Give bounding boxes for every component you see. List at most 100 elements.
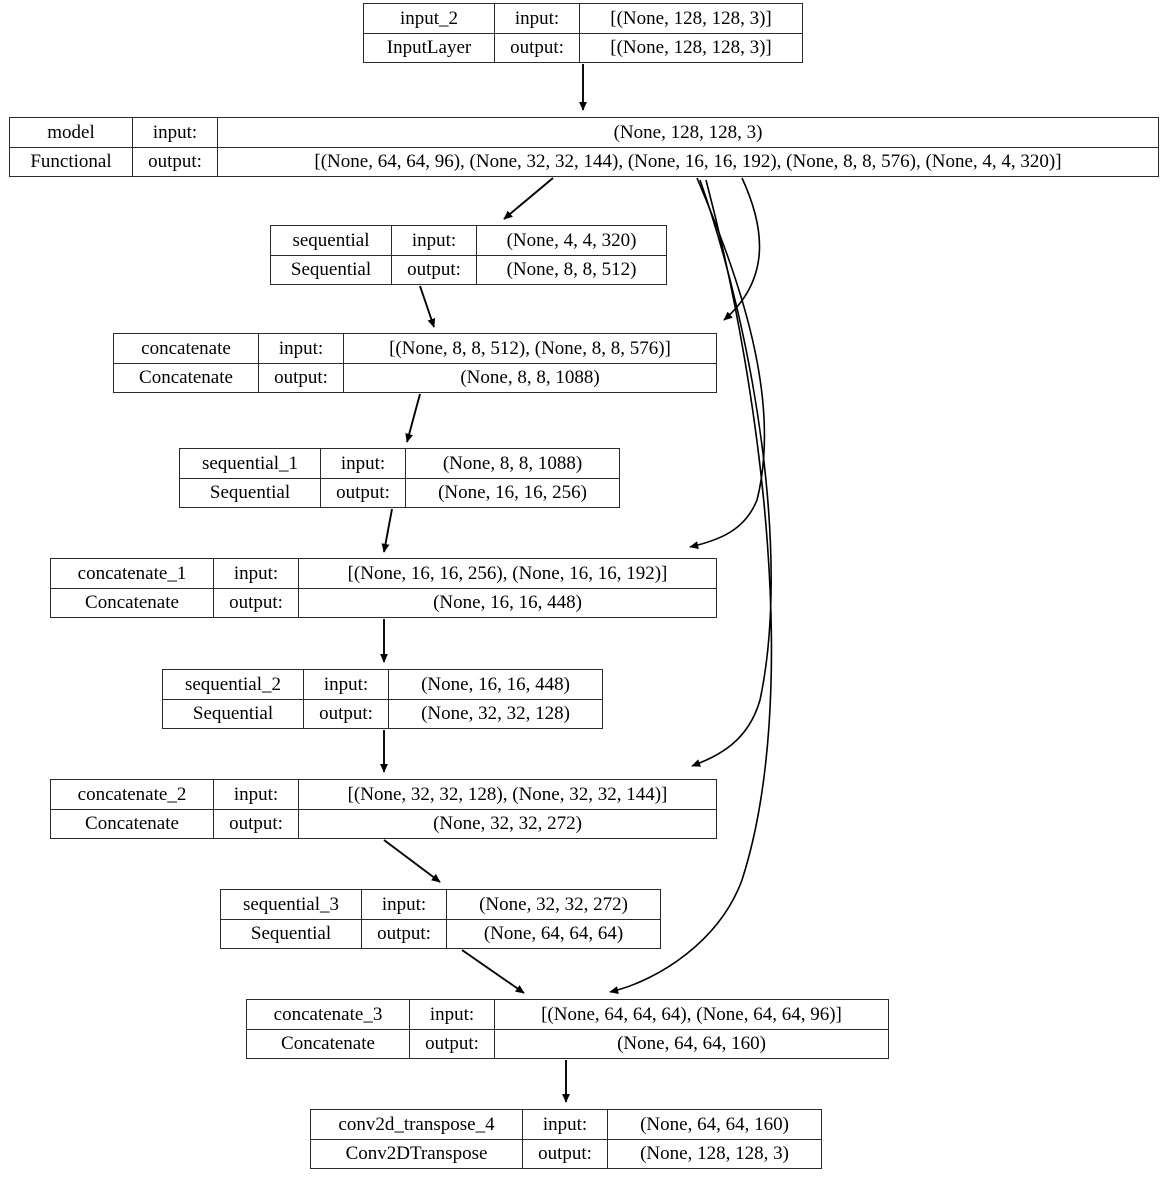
node-output-shape: [(None, 64, 64, 96), (None, 32, 32, 144)… [314, 151, 1062, 173]
node-input-shape: [(None, 16, 16, 256), (None, 16, 16, 192… [347, 562, 668, 584]
node-input-label: input: [392, 226, 477, 255]
node-class: Sequential [180, 478, 321, 507]
node-name: sequential [271, 226, 392, 255]
node-output-row: Conv2DTranspose output: (None, 128, 128,… [311, 1139, 821, 1168]
node-input-shape: [(None, 64, 64, 64), (None, 64, 64, 96)] [541, 1003, 842, 1025]
node-name: concatenate_1 [51, 559, 214, 588]
node-output-shape: (None, 64, 64, 64) [483, 923, 624, 945]
node-output-shape: (None, 8, 8, 1088) [460, 367, 600, 389]
node-output-label: output: [410, 1029, 495, 1058]
node-name: sequential_1 [180, 449, 321, 478]
node-input-row: sequential_1 input: (None, 8, 8, 1088) [180, 449, 619, 479]
node-output-label: output: [259, 363, 344, 392]
node-output-row: Functional output: [(None, 64, 64, 96), … [10, 147, 1158, 176]
node-class: Concatenate [51, 588, 214, 617]
node-input-row: model input: (None, 128, 128, 3) [10, 118, 1158, 148]
node-output-row: InputLayer output: [(None, 128, 128, 3)] [364, 33, 802, 62]
node-output-shape: (None, 32, 32, 128) [421, 703, 570, 725]
node-output-row: Sequential output: (None, 32, 32, 128) [163, 699, 602, 728]
node-output-shape: (None, 128, 128, 3) [640, 1143, 789, 1165]
node-output-label: output: [523, 1139, 608, 1168]
node-input-shape: [(None, 8, 8, 512), (None, 8, 8, 576)] [389, 337, 671, 359]
node-name: sequential_2 [163, 670, 304, 699]
node-output-label: output: [133, 147, 218, 176]
node-input-row: conv2d_transpose_4 input: (None, 64, 64,… [311, 1110, 821, 1140]
node-input-row: concatenate_2 input: [(None, 32, 32, 128… [51, 780, 716, 810]
node-name: concatenate_2 [51, 780, 214, 809]
node-input-label: input: [214, 559, 299, 588]
node-input-label: input: [304, 670, 389, 699]
node-output-label: output: [214, 588, 299, 617]
graph-node-concatenate_1[interactable]: concatenate_1 input: [(None, 16, 16, 256… [50, 558, 717, 618]
node-name: conv2d_transpose_4 [311, 1110, 523, 1139]
node-input-row: input_2 input: [(None, 128, 128, 3)] [364, 4, 802, 34]
node-output-row: Concatenate output: (None, 64, 64, 160) [247, 1029, 888, 1058]
graph-node-conv2d_transpose_4[interactable]: conv2d_transpose_4 input: (None, 64, 64,… [310, 1109, 822, 1169]
node-input-label: input: [133, 118, 218, 147]
node-class: Concatenate [114, 363, 259, 392]
node-output-row: Sequential output: (None, 64, 64, 64) [221, 919, 660, 948]
node-input-row: concatenate_3 input: [(None, 64, 64, 64)… [247, 1000, 888, 1030]
graph-node-sequential[interactable]: sequential input: (None, 4, 4, 320) Sequ… [270, 225, 667, 285]
node-input-shape: (None, 64, 64, 160) [640, 1113, 789, 1135]
node-input-label: input: [410, 1000, 495, 1029]
graph-node-sequential_3[interactable]: sequential_3 input: (None, 32, 32, 272) … [220, 889, 661, 949]
edge-concatenate_2-to-sequential_3 [383, 839, 441, 883]
node-class: Sequential [271, 255, 392, 284]
node-output-shape: (None, 8, 8, 512) [506, 259, 637, 281]
node-input-shape: (None, 32, 32, 272) [479, 893, 628, 915]
node-input-shape: (None, 4, 4, 320) [506, 229, 637, 251]
node-class: Sequential [221, 919, 362, 948]
node-name: sequential_3 [221, 890, 362, 919]
node-class: Sequential [163, 699, 304, 728]
node-input-label: input: [362, 890, 447, 919]
edge-sequential_1-to-concatenate_1 [381, 508, 393, 553]
node-output-row: Concatenate output: (None, 16, 16, 448) [51, 588, 716, 617]
graph-node-model[interactable]: model input: (None, 128, 128, 3) Functio… [9, 117, 1159, 177]
node-input-shape: [(None, 128, 128, 3)] [610, 7, 772, 29]
edge-sequential-to-concatenate [419, 285, 436, 328]
graph-node-sequential_2[interactable]: sequential_2 input: (None, 16, 16, 448) … [162, 669, 603, 729]
node-name: input_2 [364, 4, 495, 33]
node-output-row: Sequential output: (None, 8, 8, 512) [271, 255, 666, 284]
node-output-label: output: [321, 478, 406, 507]
graph-node-sequential_1[interactable]: sequential_1 input: (None, 8, 8, 1088) S… [179, 448, 620, 508]
node-class: Conv2DTranspose [311, 1139, 523, 1168]
node-input-row: sequential_3 input: (None, 32, 32, 272) [221, 890, 660, 920]
graph-node-concatenate_2[interactable]: concatenate_2 input: [(None, 32, 32, 128… [50, 779, 717, 839]
edge-model-to-concatenate_2 [691, 179, 772, 767]
node-input-label: input: [495, 4, 580, 33]
node-input-row: concatenate_1 input: [(None, 16, 16, 256… [51, 559, 716, 589]
node-input-shape: (None, 16, 16, 448) [421, 673, 570, 695]
node-input-label: input: [214, 780, 299, 809]
node-input-label: input: [259, 334, 344, 363]
graph-node-concatenate[interactable]: concatenate input: [(None, 8, 8, 512), (… [113, 333, 717, 393]
node-output-row: Concatenate output: (None, 8, 8, 1088) [114, 363, 716, 392]
node-output-shape: (None, 64, 64, 160) [617, 1033, 766, 1055]
edge-sequential_3-to-concatenate_3 [461, 949, 525, 994]
node-class: Functional [10, 147, 133, 176]
node-input-shape: [(None, 32, 32, 128), (None, 32, 32, 144… [347, 783, 668, 805]
node-output-label: output: [304, 699, 389, 728]
node-output-shape: (None, 16, 16, 448) [433, 592, 582, 614]
node-input-row: sequential input: (None, 4, 4, 320) [271, 226, 666, 256]
node-output-shape: [(None, 128, 128, 3)] [610, 37, 772, 59]
node-output-shape: (None, 32, 32, 272) [433, 813, 582, 835]
node-input-shape: (None, 128, 128, 3) [613, 121, 763, 143]
node-output-label: output: [362, 919, 447, 948]
edge-model-to-sequential [503, 177, 554, 220]
node-output-label: output: [495, 33, 580, 62]
graph-node-concatenate_3[interactable]: concatenate_3 input: [(None, 64, 64, 64)… [246, 999, 889, 1059]
node-output-label: output: [392, 255, 477, 284]
node-input-label: input: [321, 449, 406, 478]
node-output-row: Sequential output: (None, 16, 16, 256) [180, 478, 619, 507]
node-class: Concatenate [247, 1029, 410, 1058]
node-name: concatenate_3 [247, 1000, 410, 1029]
node-class: Concatenate [51, 809, 214, 838]
graph-node-input_2[interactable]: input_2 input: [(None, 128, 128, 3)] Inp… [363, 3, 803, 63]
node-input-row: concatenate input: [(None, 8, 8, 512), (… [114, 334, 716, 364]
node-input-row: sequential_2 input: (None, 16, 16, 448) [163, 670, 602, 700]
node-output-row: Concatenate output: (None, 32, 32, 272) [51, 809, 716, 838]
edge-model-to-concatenate [723, 177, 761, 321]
